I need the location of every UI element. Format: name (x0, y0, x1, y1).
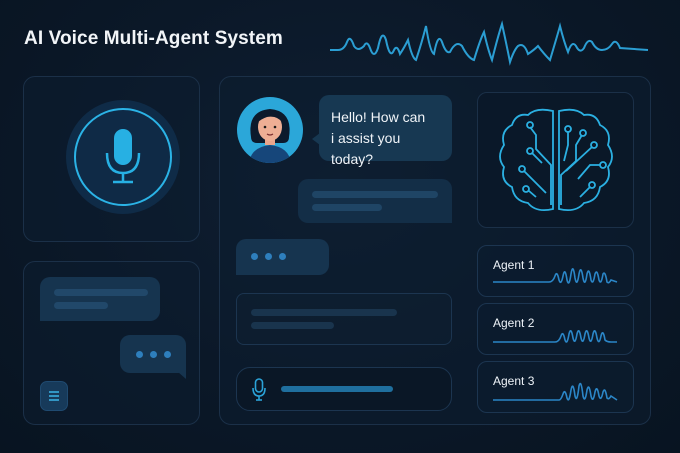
agent-card-1[interactable]: Agent 1 (477, 245, 634, 297)
greeting-line-1: Hello! How can (331, 109, 426, 125)
voice-mic-panel (23, 76, 200, 242)
menu-button[interactable] (40, 381, 68, 411)
message-preview-box (236, 293, 452, 345)
voice-input-field[interactable] (236, 367, 452, 411)
agent-label: Agent 1 (493, 258, 535, 272)
audio-waveform-icon (330, 20, 649, 66)
agent-waveform-icon (493, 268, 618, 284)
typing-bubble (120, 335, 186, 379)
agent-waveform-icon (493, 330, 617, 343)
greeting-line-2: i assist you today? (331, 130, 401, 167)
user-message-bubble (298, 179, 452, 223)
mini-chat-panel (23, 261, 200, 425)
menu-icon (49, 391, 59, 401)
microphone-icon[interactable] (251, 378, 267, 402)
agent-label: Agent 2 (493, 316, 535, 330)
chat-panel: Hello! How can i assist you today? (219, 76, 651, 425)
ai-brain-panel (477, 92, 634, 228)
page-title: AI Voice Multi-Agent System (24, 28, 283, 49)
woman-avatar (237, 97, 303, 163)
typing-dots-icon (251, 253, 286, 260)
incoming-message-bubble (40, 277, 160, 321)
assistant-greeting-bubble: Hello! How can i assist you today? (312, 95, 452, 167)
agent-waveform-icon (493, 382, 618, 401)
agent-label: Agent 3 (493, 374, 535, 388)
agent-card-3[interactable]: Agent 3 (477, 361, 634, 413)
microphone-icon (105, 129, 141, 184)
typing-dots-icon (136, 351, 171, 358)
typing-bubble (236, 239, 329, 275)
agent-card-2[interactable]: Agent 2 (477, 303, 634, 355)
circuit-brain-icon (499, 108, 613, 212)
voice-level-bar (281, 386, 393, 392)
mic-button[interactable] (66, 100, 180, 214)
